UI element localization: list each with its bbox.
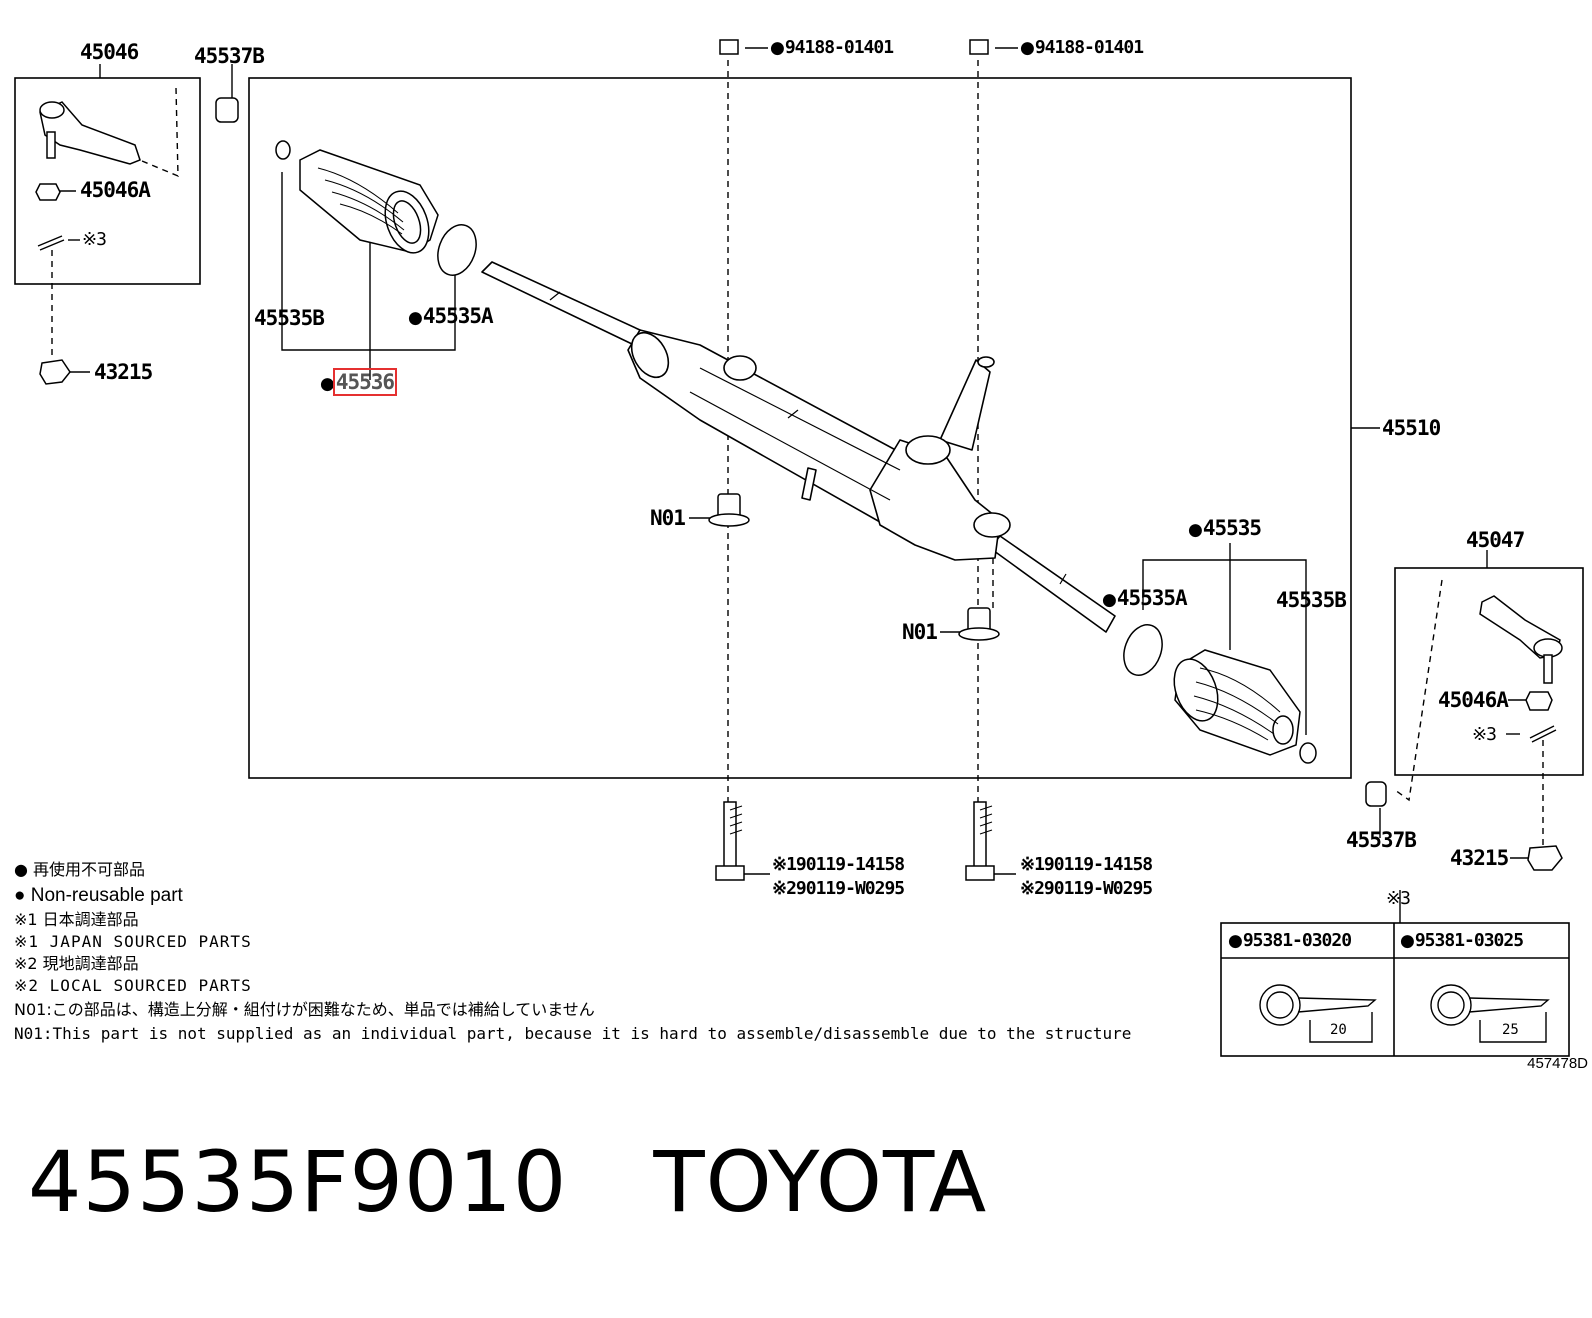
inner-rod-left [481,261,641,345]
tie-rod-end-box-right [1394,567,1584,776]
label-45537b-left: 45537B [194,44,265,68]
note-ref1-en: ※1 JAPAN SOURCED PARTS [14,932,252,951]
label-45047: 45047 [1466,528,1525,552]
label-bolt-right-2: ※290119-W0295 [1020,878,1153,899]
label-n01-b: N01 [902,620,938,644]
label-45535b-right: 45535B [1276,588,1347,612]
label-45535a-right: 45535A [1102,586,1188,610]
note-n01-ja: N01:この部品は、構造上分解・組付けが困難なため、単品では補給していません [14,1000,595,1019]
label-pin-95381-03020: 95381-03020 [1228,930,1352,951]
nut-43215-left [39,359,71,385]
pinion-shaft [939,359,991,451]
pin-length-25: 25 [1502,1022,1519,1038]
label-45510: 45510 [1382,416,1441,440]
inner-rod-right [989,535,1116,633]
footer-brand: TOYOTA [653,1133,988,1231]
label-ref3-right: ※3 [1472,724,1497,745]
label-ref3-left: ※3 [82,229,107,250]
nut-45046a-left [35,183,61,201]
note-ref2-ja: ※2 現地調達部品 [14,954,139,973]
label-94188-01401-b-text: 94188-01401 [1034,37,1144,58]
label-45535-text: 45535 [1202,516,1262,540]
label-bolt-right-1: ※190119-14158 [1020,854,1153,875]
nut-45046a-right [1525,691,1553,711]
label-pin-95381-03020-text: 95381-03020 [1242,930,1352,951]
note-ref2-en: ※2 LOCAL SOURCED PARTS [14,976,252,995]
clamp-right [1299,742,1317,764]
label-pin-95381-03025-text: 95381-03025 [1414,930,1524,951]
label-43215-right: 43215 [1450,846,1509,870]
nut-43215-right [1527,845,1563,871]
note-ref1-ja: ※1 日本調達部品 [14,910,139,929]
note-nonreusable-ja: ● 再使用不可部品 [14,860,146,879]
label-45537b-right: 45537B [1346,828,1417,852]
ring-right [1123,624,1163,676]
bushing-45537b-left [215,97,239,123]
note-n01-en: N01:This part is not supplied as an indi… [14,1024,1132,1043]
label-43215-left: 43215 [94,360,153,384]
label-45536: 45536 [320,368,398,396]
label-45535a-left: 45535A [408,304,494,328]
gear-housing [869,439,1001,561]
bushing-45537b-right [1365,781,1387,807]
note-nonreusable-en: ● Non-reusable part [14,885,183,906]
label-94188-01401-b: 94188-01401 [1020,37,1144,58]
label-45535a-left-text: 45535A [422,304,494,328]
label-45535a-right-text: 45535A [1116,586,1188,610]
clamp-left [275,140,291,160]
nut-top-1 [719,39,739,55]
label-45046a-right: 45046A [1438,688,1509,712]
highlighted-part-45536[interactable]: 45536 [332,368,398,396]
nut-top-2 [969,39,989,55]
pin-length-20: 20 [1330,1022,1347,1038]
label-ref3-table: ※3 [1386,888,1411,909]
label-94188-01401-a: 94188-01401 [770,37,894,58]
label-45046: 45046 [80,40,139,64]
drawing-number: 457478D [1527,1055,1588,1072]
bolt-right [973,801,987,869]
label-94188-01401-a-text: 94188-01401 [784,37,894,58]
cotter-pin-table [1220,922,1570,1057]
label-bolt-left-2: ※290119-W0295 [772,878,905,899]
tie-rod-end-box-left [14,77,201,285]
label-bolt-left-1: ※190119-14158 [772,854,905,875]
label-45046a-left: 45046A [80,178,151,202]
bolt-left [723,801,737,869]
footer-part-number: 45535F9010 [28,1133,568,1231]
label-45535: 45535 [1188,516,1262,540]
label-n01-a: N01 [650,506,686,530]
label-45535b-left: 45535B [254,306,325,330]
ring-left [437,224,477,276]
label-pin-95381-03025: 95381-03025 [1400,930,1524,951]
